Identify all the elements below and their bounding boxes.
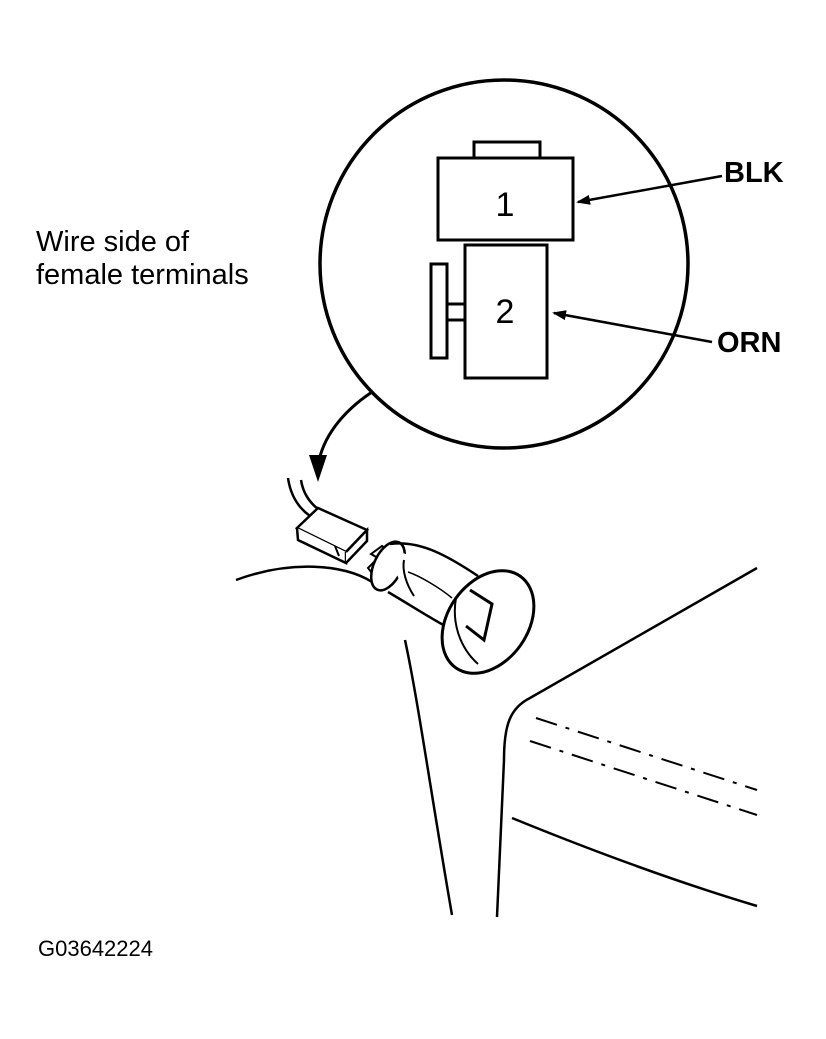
terminal-2-side-latch (429, 262, 465, 360)
caption-line-2: female terminals (36, 259, 249, 291)
harness-connector-plug (294, 506, 370, 565)
connector-face: 1 2 (429, 140, 575, 380)
terminal-1-number: 1 (496, 186, 515, 224)
detail-pointer-arrowhead (309, 455, 327, 482)
terminal-2-cavity (463, 243, 549, 380)
accessory-socket (366, 540, 536, 675)
orn-leader-arrow (552, 310, 713, 344)
detail-pointer-arrow (316, 390, 373, 467)
blk-leader-arrow (576, 174, 723, 205)
detail-magnifier-circle (318, 78, 690, 450)
terminal-2-number: 2 (496, 293, 515, 331)
terminal-1-cavity (436, 156, 575, 242)
figure-code: G03642224 (38, 936, 153, 961)
caption-line-1: Wire side of (36, 226, 190, 258)
caption-wire-side: Wire side of female terminals (36, 226, 249, 292)
wire-color-orn-label: ORN (717, 327, 782, 359)
dashboard-outline (235, 565, 758, 918)
connector-lock-tab (472, 140, 542, 161)
wire-color-blk-label: BLK (724, 157, 784, 189)
